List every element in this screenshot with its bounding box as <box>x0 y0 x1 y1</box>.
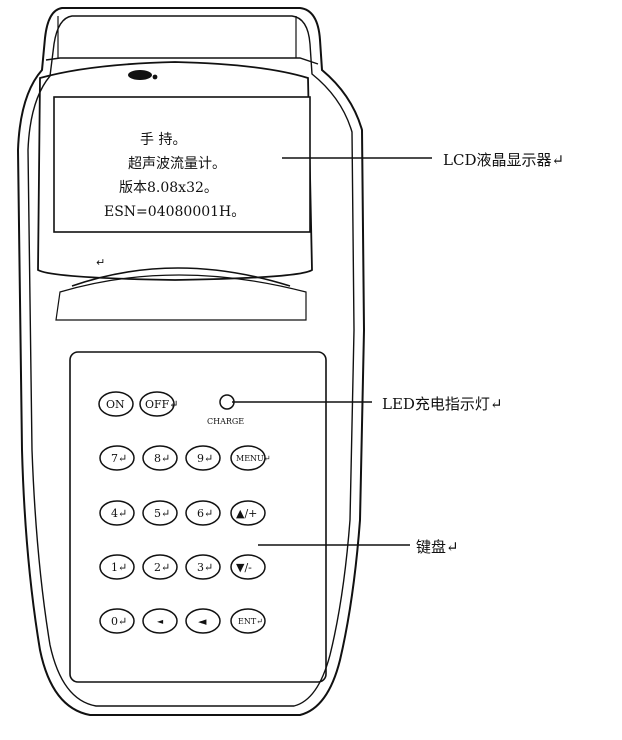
key-0[interactable]: 0↵ <box>99 608 135 634</box>
key-5-label: 5↵ <box>154 507 170 520</box>
lcd-label: LCD液晶显示器↵ <box>443 151 564 169</box>
key-8-label: 8↵ <box>154 452 170 465</box>
lcd-line-2: 超声波流量计。 <box>128 156 226 172</box>
keypad-panel <box>69 351 327 683</box>
lcd-line-1: 手 持。 <box>140 132 186 148</box>
key-dot[interactable]: ◄ <box>142 608 178 634</box>
key-6[interactable]: 6↵ <box>185 500 221 526</box>
key-2[interactable]: 2↵ <box>142 554 178 580</box>
lcd-screen <box>53 96 311 233</box>
key-3[interactable]: 3↵ <box>185 554 221 580</box>
key-1-label: 1↵ <box>111 561 127 574</box>
key-9[interactable]: 9↵ <box>185 445 221 471</box>
key-3-label: 3↵ <box>197 561 213 574</box>
device-body <box>16 7 366 716</box>
key-4-label: 4↵ <box>111 507 127 520</box>
keyboard-label: 键盘↵ <box>416 538 459 556</box>
lcd-housing <box>37 61 313 321</box>
led-indicator: CHARGE <box>207 394 244 426</box>
key-8[interactable]: 8↵ <box>142 445 178 471</box>
key-backspace-label: ◄ <box>198 615 207 628</box>
key-down-minus[interactable]: ▼/- <box>230 554 266 580</box>
key-7[interactable]: 7↵ <box>99 445 135 471</box>
key-2-label: 2↵ <box>154 561 170 574</box>
key-menu-label: MENU↵ <box>236 454 270 463</box>
key-9-label: 9↵ <box>197 452 213 465</box>
key-on-label: ON <box>106 398 125 411</box>
key-ent-label: ENT↵ <box>238 617 263 626</box>
key-7-label: 7↵ <box>111 452 127 465</box>
lcd-return-mark: ↵ <box>96 256 105 269</box>
brand-logo <box>128 70 158 80</box>
led-label: CHARGE <box>207 417 244 426</box>
key-menu[interactable]: MENU↵ <box>230 445 270 471</box>
key-dot-label: ◄ <box>157 617 164 626</box>
key-0-label: 0↵ <box>111 615 127 628</box>
led-label-callout: LED充电指示灯↵ <box>382 395 503 413</box>
key-down-minus-label: ▼/- <box>236 561 252 574</box>
key-up-plus[interactable]: ▲/+ <box>230 500 266 526</box>
key-on[interactable]: ON <box>98 391 134 417</box>
key-off-label: OFF↵ <box>145 398 179 411</box>
lcd-line-3: 版本8.08x32。 <box>119 180 218 196</box>
key-off[interactable]: OFF↵ <box>139 391 179 417</box>
key-backspace[interactable]: ◄ <box>185 608 221 634</box>
lcd-line-4: ESN=04080001H。 <box>104 204 245 220</box>
key-up-plus-label: ▲/+ <box>236 507 257 520</box>
key-4[interactable]: 4↵ <box>99 500 135 526</box>
key-6-label: 6↵ <box>197 507 213 520</box>
key-5[interactable]: 5↵ <box>142 500 178 526</box>
key-1[interactable]: 1↵ <box>99 554 135 580</box>
key-ent[interactable]: ENT↵ <box>230 608 266 634</box>
